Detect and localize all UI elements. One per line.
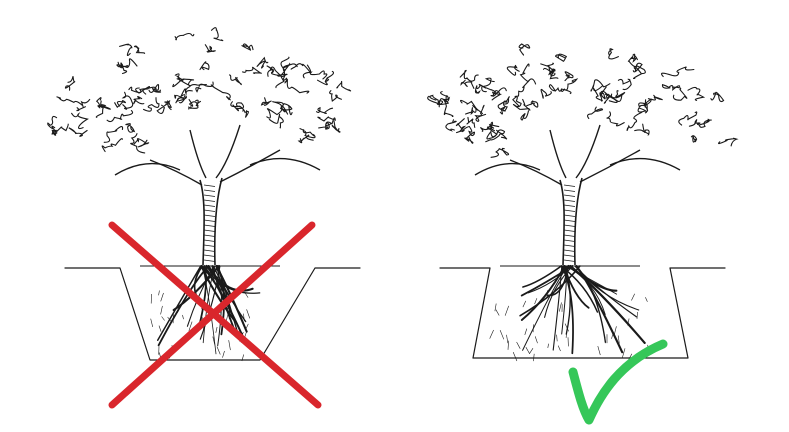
- correct-planting-drawing: [395, 0, 789, 432]
- tree-illustration: [48, 28, 351, 361]
- root-system: [151, 266, 260, 361]
- tree-illustration: [428, 44, 737, 361]
- ground-and-hole-outline: [440, 268, 725, 358]
- incorrect-planting-drawing: [0, 0, 394, 432]
- incorrect-planting-panel: [0, 0, 394, 432]
- correct-planting-panel: [395, 0, 789, 432]
- green-checkmark-icon: [573, 344, 663, 420]
- root-system: [490, 266, 649, 361]
